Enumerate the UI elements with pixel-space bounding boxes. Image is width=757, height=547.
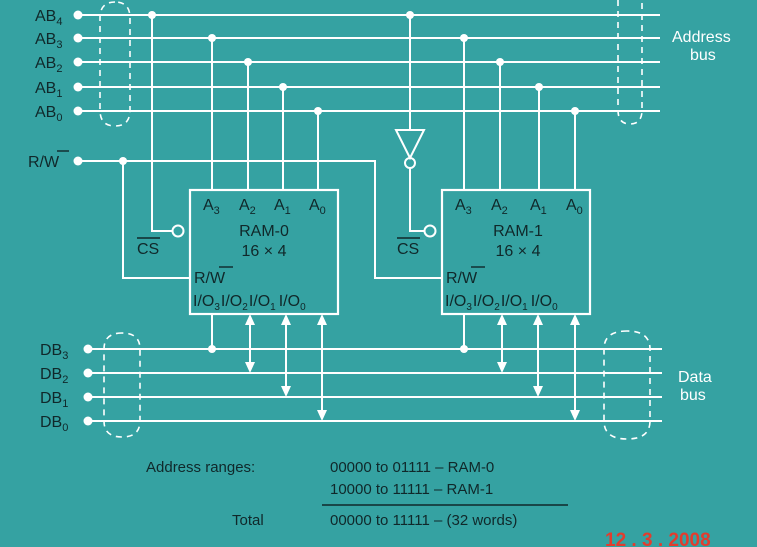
ab3-label: AB3: [35, 31, 62, 51]
ram1-pin-a3: A3: [455, 197, 472, 217]
address-range-row-ram1: 10000 to 11111 – RAM-1: [330, 481, 493, 498]
db3-label: DB3: [40, 342, 68, 362]
address-bus-wires: [73, 0, 660, 127]
ab2-terminal: [73, 57, 83, 67]
ram1-pin-a0: A0: [566, 197, 583, 217]
ab1-label: AB1: [35, 80, 62, 100]
ram0-block: [188, 188, 340, 316]
ram1-block: [440, 188, 592, 316]
ab0-terminal: [73, 106, 83, 116]
ab1-terminal: [73, 82, 83, 92]
ram1-pin-a1: A1: [530, 197, 547, 217]
ram1-cs-bubble: [423, 224, 437, 238]
address-bus-group-left: [99, 1, 131, 127]
junction: [496, 58, 504, 66]
chip-select-wires: [148, 11, 437, 238]
ram1-cs-label: CS: [397, 241, 419, 258]
data-bus-label-line2: bus: [680, 387, 706, 404]
arrow-down-icon: [497, 362, 507, 373]
arrow-up-icon: [317, 314, 327, 325]
address-range-row-ram0: 00000 to 01111 – RAM-0: [330, 459, 494, 476]
junction: [460, 345, 468, 353]
junction: [208, 34, 216, 42]
arrow-down-icon: [533, 386, 543, 397]
rw-label: R/W: [28, 154, 60, 171]
ram1-io-wires: [460, 314, 580, 421]
junction: [535, 83, 543, 91]
junction: [208, 345, 216, 353]
db2-terminal: [83, 368, 93, 378]
junction: [571, 107, 579, 115]
ram1-size: 16 × 4: [496, 243, 541, 260]
ram0-labels: A3 A2 A1 A0 RAM-0 16 × 4 R/W I/O3I/O2I/O…: [137, 197, 326, 313]
address-bus-label-line1: Address: [672, 29, 731, 46]
ab0-label: AB0: [35, 104, 62, 124]
ram0-address-wires: [208, 34, 322, 190]
ram0-rw-pin: R/W: [194, 270, 226, 287]
ram1-address-wires: [460, 34, 579, 190]
ab4-terminal: [73, 10, 83, 20]
address-range-table: Address ranges: 00000 to 01111 – RAM-0 1…: [146, 459, 568, 529]
ram1-labels: A3 A2 A1 A0 RAM-1 16 × 4 R/W I/O3I/O2I/O…: [397, 197, 583, 313]
ram1-rw-pin: R/W: [446, 270, 478, 287]
data-bus-label-line1: Data: [678, 369, 712, 386]
address-ranges-label: Address ranges:: [146, 459, 255, 476]
data-bus-group-right: [603, 330, 651, 440]
ab2-label: AB2: [35, 55, 62, 75]
inverter-triangle: [394, 129, 426, 161]
date-stamp: 12 . 3 . 2008: [605, 530, 711, 547]
junction: [460, 34, 468, 42]
data-bus-group-left: [103, 332, 141, 438]
arrow-up-icon: [497, 314, 507, 325]
ram0-cs-label: CS: [137, 241, 159, 258]
ram0-pin-a3: A3: [203, 197, 220, 217]
db1-terminal: [83, 392, 93, 402]
arrow-up-icon: [570, 314, 580, 325]
ram0-cs-bubble: [171, 224, 185, 238]
ram0-pin-a0: A0: [309, 197, 326, 217]
ab4-label: AB4: [35, 8, 62, 28]
ram0-size: 16 × 4: [242, 243, 287, 260]
arrow-down-icon: [245, 362, 255, 373]
ab3-terminal: [73, 33, 83, 43]
junction: [279, 83, 287, 91]
db3-terminal: [83, 344, 93, 354]
ram0-io-wires: [208, 314, 327, 421]
arrow-down-icon: [281, 386, 291, 397]
ram0-pin-a1: A1: [274, 197, 291, 217]
arrow-up-icon: [245, 314, 255, 325]
data-bus-wires: [83, 330, 662, 440]
address-bus-group-right: [617, 0, 643, 125]
total-label: Total: [232, 512, 264, 529]
arrow-down-icon: [317, 410, 327, 421]
arrow-up-icon: [533, 314, 543, 325]
arrow-up-icon: [281, 314, 291, 325]
ab4-to-ram0-cs: [151, 15, 172, 232]
junction: [314, 107, 322, 115]
junction: [244, 58, 252, 66]
db1-label: DB1: [40, 390, 68, 410]
db2-label: DB2: [40, 366, 68, 386]
address-bus-label-line2: bus: [690, 47, 716, 64]
rw-to-ram0: [122, 161, 190, 279]
ram0-pin-a2: A2: [239, 197, 256, 217]
total-range: 00000 to 11111 – (32 words): [330, 512, 517, 529]
db0-terminal: [83, 416, 93, 426]
db0-label: DB0: [40, 414, 68, 434]
ram0-name: RAM-0: [239, 223, 289, 240]
ram1-name: RAM-1: [493, 223, 543, 240]
ram1-pin-a2: A2: [491, 197, 508, 217]
inverter-to-ram1-cs: [409, 168, 424, 232]
arrow-down-icon: [570, 410, 580, 421]
